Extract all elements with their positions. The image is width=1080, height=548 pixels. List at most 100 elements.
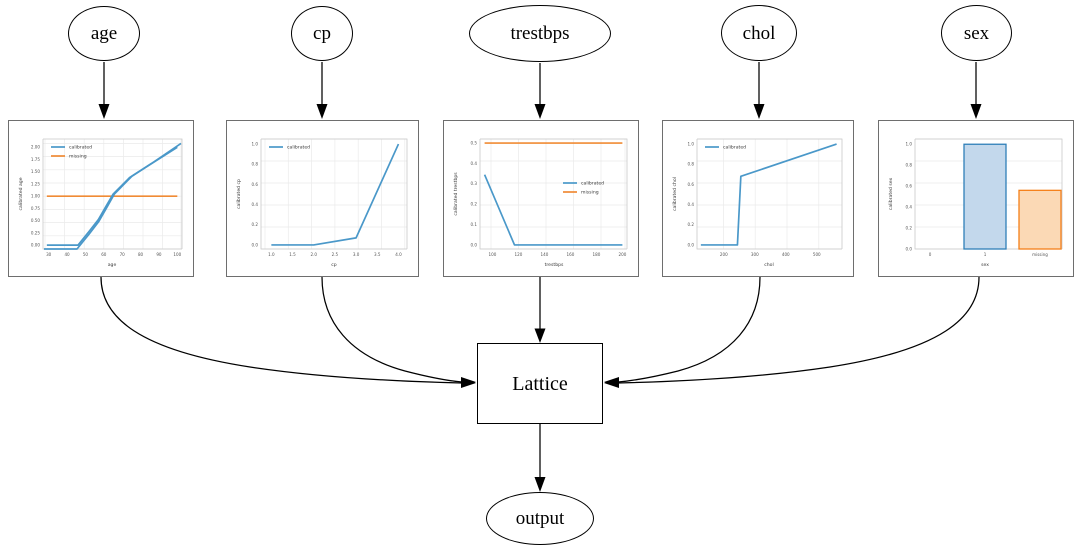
svg-text:40: 40 bbox=[64, 252, 70, 257]
svg-text:calibrated: calibrated bbox=[723, 145, 746, 151]
sex-yticks: 0.0 0.2 0.4 0.6 0.8 1.0 bbox=[905, 142, 912, 252]
edge-trestbps-to-panel bbox=[534, 63, 546, 119]
trestbps-series-calibrated bbox=[483, 174, 623, 246]
svg-text:0.8: 0.8 bbox=[905, 163, 912, 168]
svg-text:0.5: 0.5 bbox=[470, 140, 477, 145]
output-node[interactable]: output bbox=[486, 492, 594, 545]
svg-text:0.8: 0.8 bbox=[687, 162, 694, 167]
svg-text:0.4: 0.4 bbox=[905, 205, 912, 210]
svg-text:0.0: 0.0 bbox=[687, 242, 694, 247]
sex-bar-missing bbox=[1018, 189, 1062, 250]
svg-text:1.25: 1.25 bbox=[31, 181, 41, 186]
trestbps-legend: calibrated missing bbox=[563, 181, 604, 196]
svg-text:2.00: 2.00 bbox=[31, 145, 41, 150]
svg-text:80: 80 bbox=[138, 252, 144, 257]
cp-ylabel: calibrated cp bbox=[236, 179, 242, 209]
age-grid bbox=[43, 139, 182, 250]
svg-text:200: 200 bbox=[618, 252, 626, 257]
input-node-chol-label: chol bbox=[742, 22, 776, 44]
svg-text:1: 1 bbox=[984, 252, 987, 257]
edge-sex-panel-to-lattice bbox=[604, 276, 980, 388]
trestbps-yticks: 0.00.1 0.20.3 0.40.5 bbox=[470, 140, 477, 247]
age-xlabel: age bbox=[108, 263, 117, 268]
age-ylabel: calibrated age bbox=[18, 177, 24, 210]
svg-text:0.3: 0.3 bbox=[470, 181, 477, 186]
input-node-age-label: age bbox=[90, 23, 118, 44]
edge-lattice-to-output bbox=[534, 424, 546, 492]
chol-xlabel: chol bbox=[764, 262, 774, 268]
cp-yticks: 0.00.2 0.40.6 0.81.0 bbox=[251, 141, 258, 247]
input-node-chol[interactable]: chol bbox=[721, 5, 797, 61]
svg-text:0.00: 0.00 bbox=[31, 242, 41, 247]
svg-text:0.4: 0.4 bbox=[470, 161, 477, 166]
svg-text:calibrated: calibrated bbox=[287, 145, 310, 151]
svg-text:0.50: 0.50 bbox=[31, 218, 41, 223]
svg-text:100: 100 bbox=[173, 252, 181, 257]
input-node-cp[interactable]: cp bbox=[291, 6, 353, 61]
svg-text:120: 120 bbox=[514, 252, 522, 257]
svg-text:30: 30 bbox=[46, 252, 52, 257]
svg-text:1.0: 1.0 bbox=[268, 252, 275, 257]
svg-text:2.0: 2.0 bbox=[310, 252, 317, 257]
svg-text:60: 60 bbox=[101, 252, 107, 257]
input-node-age[interactable]: age bbox=[68, 6, 140, 61]
edge-cp-to-panel bbox=[316, 62, 328, 119]
svg-text:0.2: 0.2 bbox=[905, 225, 912, 230]
input-node-sex[interactable]: sex bbox=[941, 5, 1012, 61]
cp-xlabel: cp bbox=[331, 263, 337, 268]
sex-ylabel: calibrated sex bbox=[888, 178, 894, 211]
lattice-node[interactable]: Lattice bbox=[477, 343, 603, 424]
edge-chol-to-panel bbox=[753, 62, 765, 119]
age-xticks: 30 40 50 60 70 80 90 100 bbox=[46, 252, 182, 257]
cp-legend: calibrated bbox=[269, 145, 310, 151]
trestbps-ylabel: calibrated trestbps bbox=[453, 172, 459, 216]
svg-text:1.00: 1.00 bbox=[31, 194, 41, 199]
svg-text:50: 50 bbox=[83, 252, 89, 257]
svg-text:calibrated: calibrated bbox=[69, 145, 92, 151]
svg-text:missing: missing bbox=[581, 190, 599, 196]
svg-text:2.5: 2.5 bbox=[332, 252, 339, 257]
svg-text:0.8: 0.8 bbox=[251, 162, 258, 167]
svg-text:0.4: 0.4 bbox=[687, 202, 694, 207]
svg-text:180: 180 bbox=[592, 252, 600, 257]
svg-text:0.0: 0.0 bbox=[251, 242, 258, 247]
age-legend: calibrated missing bbox=[51, 145, 92, 160]
input-node-trestbps[interactable]: trestbps bbox=[469, 5, 611, 62]
svg-text:200: 200 bbox=[720, 252, 728, 257]
chol-ylabel: calibrated chol bbox=[672, 177, 678, 211]
svg-text:0.6: 0.6 bbox=[251, 182, 258, 187]
svg-text:0.6: 0.6 bbox=[905, 184, 912, 189]
svg-text:0.0: 0.0 bbox=[470, 242, 477, 247]
chart-age: 0.000.25 0.500.75 1.001.25 1.501.75 2.00… bbox=[9, 121, 192, 275]
cp-series-calibrated bbox=[271, 143, 400, 246]
svg-text:0.75: 0.75 bbox=[31, 206, 41, 211]
input-node-trestbps-label: trestbps bbox=[510, 23, 570, 44]
svg-text:1.50: 1.50 bbox=[31, 169, 41, 174]
svg-text:0.6: 0.6 bbox=[687, 182, 694, 187]
svg-text:1.5: 1.5 bbox=[289, 252, 296, 257]
input-node-cp-label: cp bbox=[313, 23, 331, 44]
svg-text:90: 90 bbox=[156, 252, 162, 257]
svg-text:3.5: 3.5 bbox=[374, 252, 381, 257]
svg-text:calibrated: calibrated bbox=[581, 181, 604, 187]
svg-text:70: 70 bbox=[120, 252, 126, 257]
trestbps-xlabel: trestbps bbox=[545, 262, 564, 268]
svg-text:1.0: 1.0 bbox=[905, 142, 912, 147]
svg-text:4.0: 4.0 bbox=[395, 252, 402, 257]
svg-text:0.0: 0.0 bbox=[905, 246, 912, 251]
sex-xlabel: sex bbox=[981, 263, 989, 268]
edge-cp-panel-to-lattice bbox=[321, 276, 476, 388]
lattice-node-label: Lattice bbox=[512, 372, 568, 395]
chol-legend: calibrated bbox=[705, 145, 746, 151]
svg-text:0.2: 0.2 bbox=[687, 222, 694, 227]
svg-text:0.25: 0.25 bbox=[31, 230, 41, 235]
svg-text:0.2: 0.2 bbox=[470, 202, 477, 207]
